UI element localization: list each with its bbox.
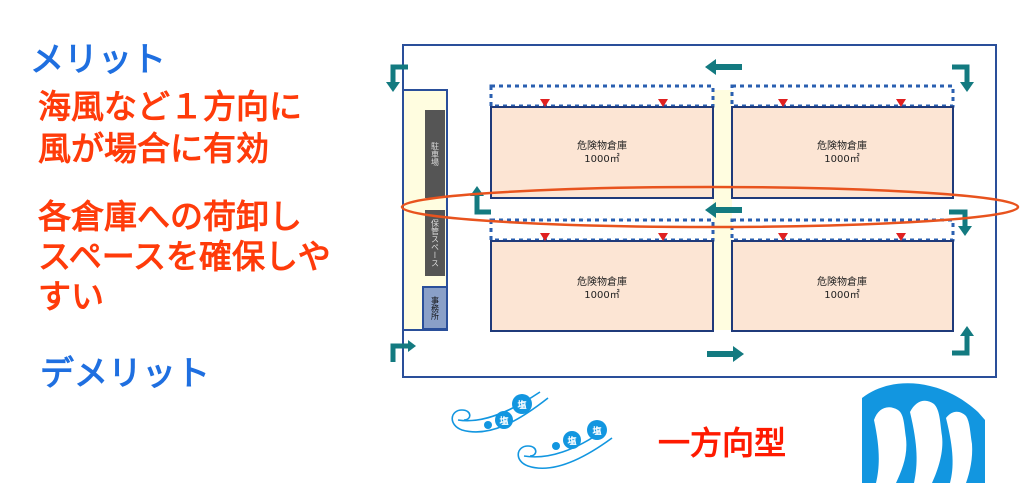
warehouse-2-name: 危険物倉庫 [817,139,867,152]
wind-direction-ellipse [400,185,1020,229]
merit-line-4: スペースを確保しや [38,237,331,276]
merit-line-5: すい [38,277,104,316]
merit-line-2: 風が場合に有効 [38,129,269,168]
storage-space-block [425,210,445,276]
marker [658,233,668,241]
office-block [422,286,448,330]
warehouse-4-name: 危険物倉庫 [817,275,867,288]
loading-zone [730,84,955,108]
salt-label: 塩 [592,425,601,437]
salt-particles [484,394,607,450]
corner-arrows [390,64,970,362]
loading-markers [540,99,906,241]
marker [540,233,550,241]
warehouse-3-name: 危険物倉庫 [577,275,627,288]
loading-zone [730,218,955,242]
warehouse-1-name: 危険物倉庫 [577,139,627,152]
merit-heading: メリット [30,40,166,80]
storage-space-label: 保管スペース [431,218,440,267]
corner-arrow-icon [952,64,970,84]
salt-label: 塩 [517,399,526,411]
salt-label: 塩 [499,415,508,427]
warehouse-1 [490,106,714,199]
marker [778,233,788,241]
office-label: 事務所 [431,295,440,321]
corner-arrow-icon [474,194,491,215]
demerit-heading: デメリット [40,354,210,394]
salt-label: 塩 [567,435,576,447]
layout-type-label: 一方向型 [658,424,787,462]
parking-label: 駐車場 [431,141,440,167]
corner-arrow-icon [390,343,408,362]
parking-block [425,110,445,198]
arrow-left-icon [705,59,742,75]
marker [896,233,906,241]
merit-line-3: 各倉庫への荷卸し [38,197,302,236]
warehouse-4 [731,240,954,332]
marker [896,99,906,107]
warehouse-2-area: 1000㎡ [824,153,859,165]
corner-arrow-icon [952,334,970,356]
arrow-right-icon [707,346,744,362]
merit-line-1: 海風など１方向に [38,87,302,126]
traffic-arrows [705,59,744,362]
corner-arrow-icon [390,64,408,84]
marker [658,99,668,107]
ocean-wave-icon [862,383,985,483]
marker [778,99,788,107]
warehouse-3 [490,240,714,332]
marker [540,99,550,107]
warehouse-4-area: 1000㎡ [824,289,859,301]
warehouse-2 [731,106,954,199]
corner-arrow-icon [949,209,968,228]
arrow-left-icon [705,202,742,218]
warehouse-3-area: 1000㎡ [584,289,619,301]
warehouse-1-area: 1000㎡ [584,153,619,165]
